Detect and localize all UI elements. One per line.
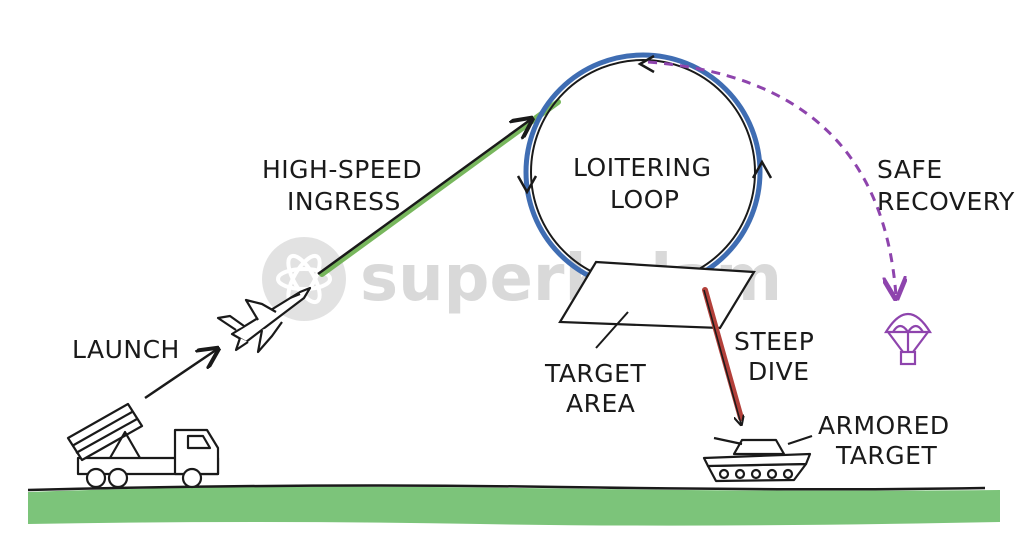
label-recovery-line2: RECOVERY — [877, 187, 1015, 216]
label-dive-line1: STEEP — [734, 327, 814, 356]
label-recovery-line1: SAFE — [877, 155, 943, 184]
label-armored-line1: ARMORED — [818, 411, 950, 440]
jet-drone-icon — [216, 286, 312, 354]
label-dive-line2: DIVE — [748, 357, 810, 386]
ingress-path — [317, 99, 561, 277]
parachute-icon — [884, 313, 932, 366]
truck-launcher-icon — [66, 402, 220, 489]
target-area-zone — [558, 260, 756, 349]
ground — [27, 484, 1000, 526]
dive-path — [702, 287, 741, 424]
label-loop-line2: LOOP — [610, 185, 679, 214]
label-target-area-line2: AREA — [566, 389, 635, 418]
loop-arrow-right — [751, 159, 773, 179]
label-ingress-line2: INGRESS — [287, 187, 401, 216]
label-target-area-line1: TARGET — [544, 359, 646, 388]
label-ingress-line1: HIGH-SPEED — [262, 155, 422, 184]
label-loop-line1: LOITERING — [573, 153, 711, 182]
label-armored-line2: TARGET — [835, 441, 937, 470]
loop-arrow-top — [637, 54, 655, 74]
loop-arrow-left — [516, 175, 538, 195]
label-launch: LAUNCH — [72, 335, 180, 364]
recovery-path — [647, 60, 896, 296]
launch-arrow — [144, 350, 216, 400]
tank-icon — [702, 434, 813, 483]
